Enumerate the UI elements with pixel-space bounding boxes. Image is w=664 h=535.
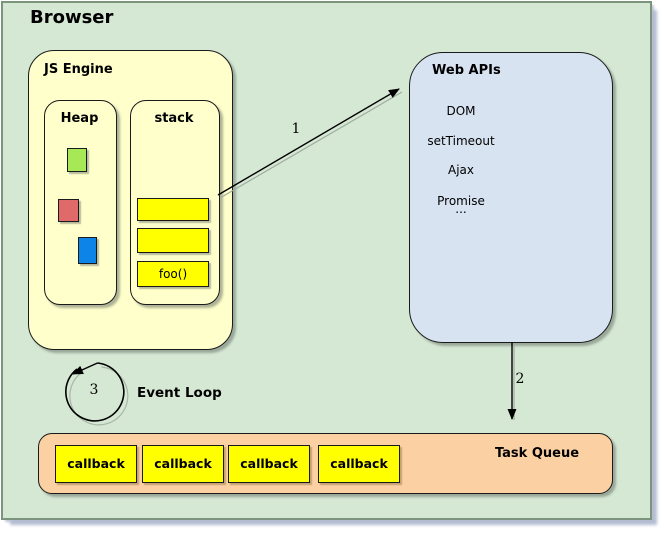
call-stack-label: stack	[154, 111, 194, 126]
task-queue-label: Task Queue	[494, 446, 580, 461]
step-label-2: 2	[515, 371, 525, 387]
callback-item: callback	[318, 445, 400, 483]
browser-title: Browser	[30, 7, 114, 28]
web-apis-box	[409, 52, 613, 343]
stack-frame-foo: foo()	[137, 261, 209, 287]
web-api-item-ajax: Ajax	[448, 163, 474, 177]
heap-object-blue-square	[78, 237, 97, 264]
js-engine-label: JS Engine	[44, 62, 113, 77]
stack-frame	[137, 228, 209, 253]
web-apis-label: Web APIs	[432, 63, 501, 78]
step-label-1: 1	[291, 121, 301, 137]
callback-item: callback	[55, 445, 137, 483]
event-loop-label: Event Loop	[137, 385, 222, 401]
web-api-item-promise: Promise	[437, 194, 485, 208]
heap-box	[44, 100, 117, 305]
heap-label: Heap	[60, 111, 99, 126]
heap-object-green-square	[67, 148, 87, 172]
stack-frame	[137, 198, 209, 221]
heap-object-red-square	[58, 199, 79, 222]
callback-item: callback	[228, 445, 310, 483]
callback-item: callback	[142, 445, 224, 483]
web-api-item-settimeout: setTimeout	[427, 134, 495, 148]
web-api-item-dom: DOM	[446, 104, 476, 118]
web-api-item-ellipsis: ...	[455, 202, 467, 216]
step-label-3: 3	[89, 382, 99, 398]
